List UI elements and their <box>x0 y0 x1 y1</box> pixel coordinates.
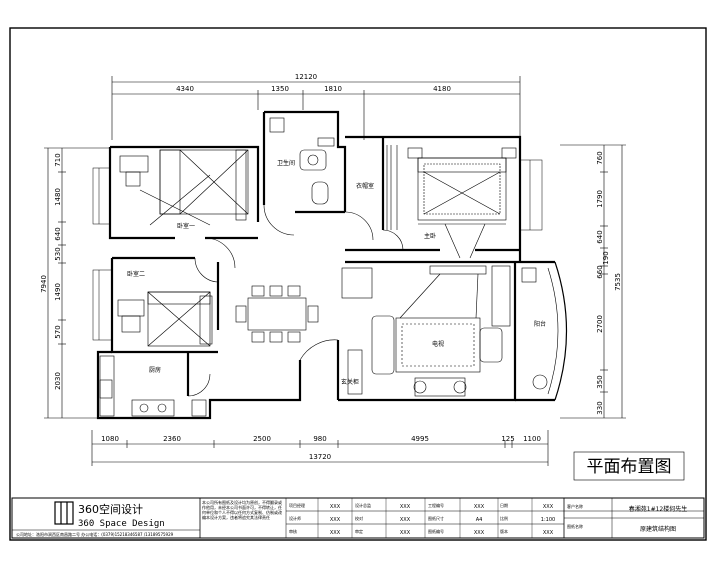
dim-right-seg-4: 660 <box>596 265 604 278</box>
tb-label-client: 客户名称 <box>567 503 583 509</box>
tb-value-0: XXX <box>330 504 341 510</box>
tb-label-9: 日期 <box>500 502 508 508</box>
dim-top-seg-1: 4340 <box>176 85 194 93</box>
company-address: 公司地址：洛阳市涧西区南昌路二号 办公电话：(0379)15218346587 … <box>16 531 174 537</box>
tb-label-10: 比例 <box>500 515 508 521</box>
dim-bottom-seg-5: 4995 <box>411 435 429 443</box>
company-logo-en: 360 Space Design <box>78 519 165 529</box>
dim-right-seg-3: 640 <box>596 230 604 243</box>
disclaimer-notes: 本公司所有图纸及设计均为原创，不得翻录或作他用，未经本公司书面许可，不得转让，任… <box>202 500 282 520</box>
dim-bottom-seg-3: 2500 <box>253 435 271 443</box>
dim-top-seg-3: 1810 <box>324 85 342 93</box>
dim-left-seg-3: 640 <box>54 227 62 240</box>
tb-label-3: 设计总监 <box>355 502 371 508</box>
room-label-bathroom: 卫生间 <box>277 159 295 167</box>
right-dimension-lines <box>560 144 626 419</box>
room-label-cloakroom: 衣帽室 <box>356 182 374 190</box>
bathroom-fixtures <box>269 117 335 205</box>
door-swings <box>187 204 404 397</box>
tb-client: 春湘苑1#12楼何先生 <box>629 505 687 513</box>
tb-value-9: XXX <box>543 504 554 510</box>
dim-right-seg-6: 2700 <box>596 315 604 333</box>
drawing-title-frame <box>573 451 685 481</box>
dim-right-seg-7: 350 <box>596 375 604 388</box>
tb-value-3: XXX <box>400 504 411 510</box>
bedroom1-bed <box>119 149 249 226</box>
dim-bottom-seg-6: 125 <box>501 435 514 443</box>
tb-label-11: 版本 <box>500 528 508 534</box>
dim-left-total: 7940 <box>40 275 48 293</box>
tb-label-0: 项目经理 <box>289 502 305 508</box>
room-label-bedroom2: 卧室二 <box>127 270 145 278</box>
left-dimension-lines <box>44 147 110 419</box>
dim-left-seg-4: 530 <box>54 247 62 260</box>
dim-bottom-total: 13720 <box>309 453 331 461</box>
tb-label-5: 审定 <box>355 528 363 534</box>
tb-drawing-name: 原建筑结构图 <box>640 525 676 533</box>
disclaimer-notes-box: 本公司所有图纸及设计均为原创，不得翻录或作他用，未经本公司书面许可，不得转让，任… <box>202 500 282 520</box>
cloakroom-rails <box>386 145 398 230</box>
company-logo-cn: 360空间设计 <box>78 502 143 516</box>
dim-right-seg-8: 330 <box>596 401 604 414</box>
tb-label-2: 审核 <box>289 528 297 534</box>
tb-label-6: 工程编号 <box>428 502 444 508</box>
balcony-arc <box>554 261 568 401</box>
windows <box>92 159 543 341</box>
bottom-dimension-lines <box>91 430 549 466</box>
dim-top-total: 12120 <box>295 73 317 81</box>
room-label-side: 玄关柜 <box>341 378 359 386</box>
tb-label-7: 图纸尺寸 <box>428 515 444 521</box>
room-label-master-bedroom: 主卧 <box>424 232 436 240</box>
tb-value-10: 1:100 <box>541 517 555 523</box>
bedroom2-bed <box>117 291 213 347</box>
title-block <box>11 497 705 539</box>
tb-value-1: XXX <box>330 517 341 523</box>
tb-value-4: XXX <box>400 517 411 523</box>
dim-top-seg-2: 1350 <box>271 85 289 93</box>
company-logo-mark <box>54 501 74 525</box>
living-room-set <box>341 265 511 397</box>
dim-right-seg-2: 1790 <box>596 190 604 208</box>
dim-bottom-seg-7: 1100 <box>523 435 541 443</box>
tb-value-2: XXX <box>330 530 341 536</box>
tb-value-5: XXX <box>400 530 411 536</box>
tb-value-11: XXX <box>543 530 554 536</box>
tb-label-drawing-name: 图纸名称 <box>567 523 583 529</box>
dining-set <box>235 285 319 343</box>
kitchen-fixtures <box>99 355 207 417</box>
room-label-tv: 电视 <box>432 340 444 348</box>
dim-bottom-seg-2: 2360 <box>163 435 181 443</box>
dim-left-seg-1: 710 <box>54 153 62 166</box>
dim-bottom-seg-1: 1080 <box>101 435 119 443</box>
room-label-kitchen: 厨房 <box>149 366 161 374</box>
dim-right-seg-5: 190 <box>602 251 610 264</box>
dim-left-seg-7: 2030 <box>54 372 62 390</box>
tb-label-8: 图纸编号 <box>428 528 444 534</box>
tb-label-1: 设计师 <box>289 515 301 521</box>
tb-value-8: XXX <box>474 530 485 536</box>
master-bed <box>407 147 517 259</box>
drawing-title: 平面布置图 <box>587 457 672 477</box>
balcony-arc-inner <box>547 267 559 395</box>
tb-label-4: 校对 <box>355 515 363 521</box>
sheet-border <box>9 27 707 541</box>
room-label-balcony: 阳台 <box>534 320 546 328</box>
balcony-fixtures <box>521 267 548 390</box>
tb-value-6: XXX <box>474 504 485 510</box>
dim-right-total: 7535 <box>614 273 622 291</box>
dim-top-seg-4: 4180 <box>433 85 451 93</box>
tb-value-7: A4 <box>476 517 483 523</box>
dim-left-seg-6: 570 <box>54 325 62 338</box>
dim-left-seg-5: 1490 <box>54 283 62 301</box>
dim-right-seg-1: 760 <box>596 151 604 164</box>
dim-bottom-seg-4: 980 <box>313 435 326 443</box>
room-label-bedroom1: 卧室一 <box>177 222 195 230</box>
dim-left-seg-2: 1480 <box>54 188 62 206</box>
